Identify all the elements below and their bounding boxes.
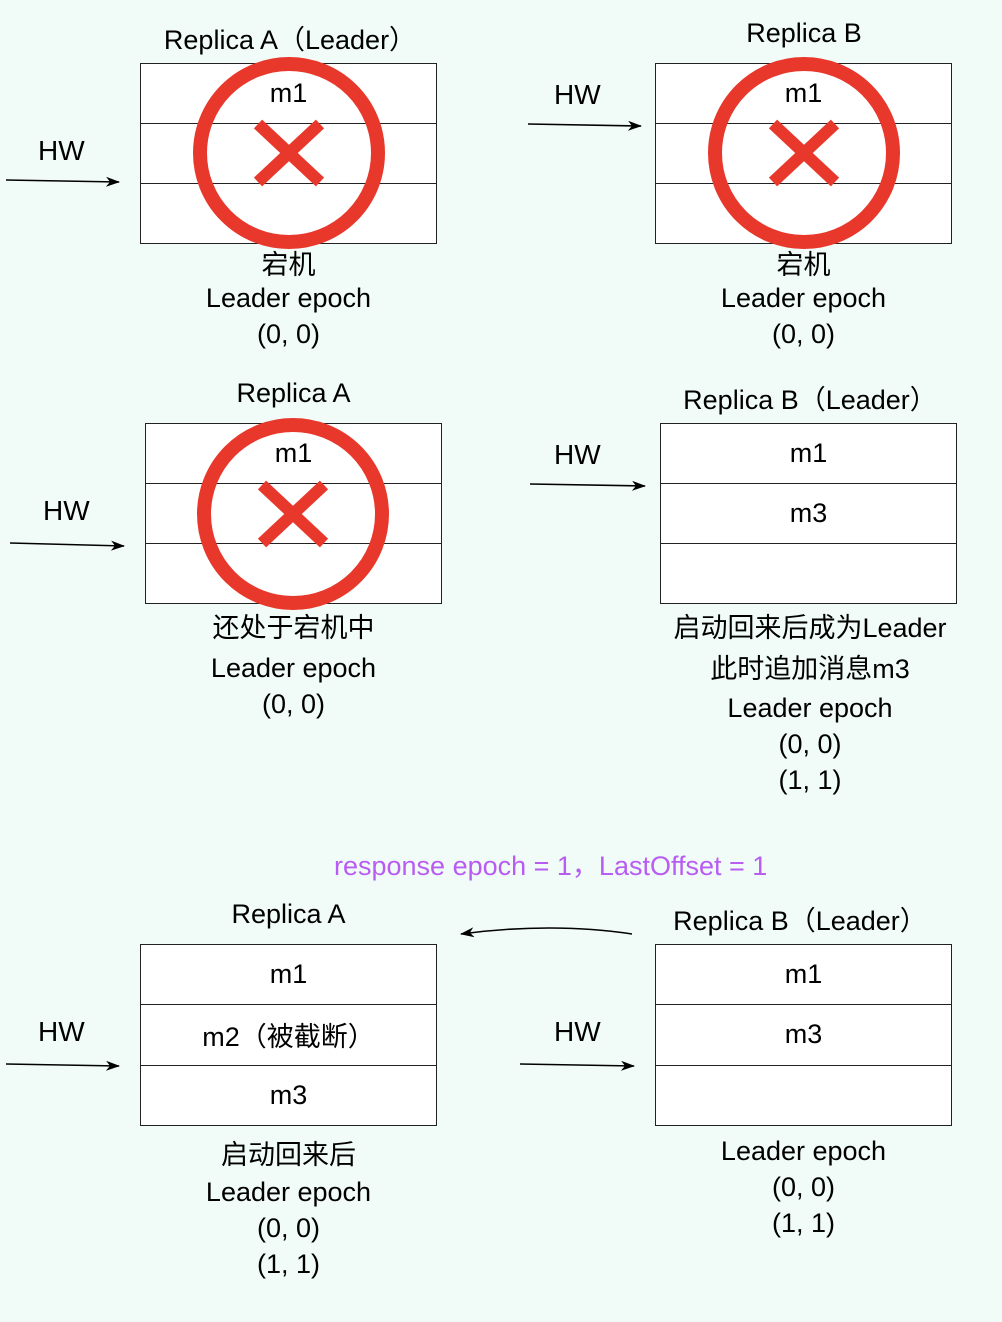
- row2-replica-b-caption: 启动回来后成为Leader 此时追加消息m3 Leader epoch (0, …: [640, 608, 980, 798]
- row1-replica-b-hw-label: HW: [554, 79, 601, 110]
- row1-replica-a-log: m1: [140, 63, 437, 244]
- log-cell: [146, 484, 441, 544]
- log-cell: [141, 124, 436, 184]
- log-cell: m1: [141, 64, 436, 124]
- caption-line: (1, 1): [256, 1249, 321, 1279]
- row1-replica-a-title: Replica A（Leader）: [163, 25, 417, 55]
- caption-line: 启动回来后成为Leader: [673, 613, 947, 643]
- row3-replica-a-hw-label: HW: [38, 1016, 85, 1047]
- row3-replica-a-caption: 启动回来后 Leader epoch (0, 0) (1, 1): [140, 1136, 437, 1282]
- caption-line: (0, 0): [771, 319, 836, 349]
- hw-arrow: [5, 176, 120, 187]
- row1-replica-a-hw-label: HW: [38, 135, 85, 166]
- caption-line: Leader epoch: [727, 693, 893, 723]
- log-cell: m3: [661, 484, 956, 544]
- caption-line: (0, 0): [771, 1172, 836, 1202]
- row2-replica-b-title: Replica B（Leader）: [683, 385, 937, 415]
- log-cell: m1: [661, 424, 956, 484]
- caption-line: (0, 0): [778, 729, 842, 759]
- caption-line: 启动回来后: [221, 1140, 356, 1170]
- row1-replica-b-caption: 宕机 Leader epoch (0, 0): [655, 250, 952, 352]
- caption-line: Leader epoch: [205, 1177, 372, 1207]
- caption-line: Leader epoch: [720, 1136, 887, 1166]
- row2-replica-a-log: m1: [145, 423, 442, 604]
- log-cell: [656, 184, 951, 243]
- row1-replica-b-log: m1: [655, 63, 952, 244]
- row2-replica-b-log: m1 m3: [660, 423, 957, 604]
- row2-replica-a-title: Replica A: [236, 378, 351, 408]
- log-cell: m3: [656, 1005, 951, 1066]
- hw-arrow: [9, 540, 125, 551]
- log-cell: m1: [141, 945, 436, 1006]
- log-cell: m2（被截断）: [141, 1005, 436, 1066]
- log-cell: m1: [656, 64, 951, 124]
- log-cell: [656, 124, 951, 184]
- log-cell: [146, 544, 441, 603]
- hw-arrow: [519, 1060, 635, 1071]
- response-note: response epoch = 1，LastOffset = 1: [334, 851, 768, 881]
- row2-replica-a-caption: 还处于宕机中 Leader epoch (0, 0): [145, 608, 442, 720]
- caption-line: Leader epoch: [205, 283, 372, 313]
- caption-line: 还处于宕机中: [212, 613, 375, 643]
- caption-line: Leader epoch: [720, 283, 887, 313]
- row3-replica-a-log: m1 m2（被截断） m3: [140, 944, 437, 1126]
- hw-arrow: [527, 120, 642, 131]
- caption-line: (0, 0): [256, 1213, 321, 1243]
- row2-replica-a-hw-label: HW: [43, 495, 90, 526]
- caption-line: (0, 0): [256, 319, 321, 349]
- log-cell: [141, 184, 436, 243]
- row2-replica-b-hw-label: HW: [554, 439, 601, 470]
- caption-line: (0, 0): [261, 689, 326, 719]
- caption-line: (1, 1): [771, 1208, 836, 1238]
- row1-replica-b-title: Replica B: [746, 18, 862, 48]
- row3-replica-b-hw-label: HW: [554, 1016, 601, 1047]
- caption-line: 宕机: [776, 250, 831, 280]
- row1-replica-a-caption: 宕机 Leader epoch (0, 0): [140, 250, 437, 352]
- log-cell: [661, 544, 956, 603]
- caption-line: 此时追加消息m3: [710, 654, 910, 684]
- row3-replica-b-title: Replica B（Leader）: [673, 906, 927, 936]
- hw-arrow: [529, 480, 646, 491]
- row3-replica-b-log: m1 m3: [655, 944, 952, 1126]
- caption-line: Leader epoch: [210, 653, 377, 683]
- log-cell: [656, 1066, 951, 1125]
- caption-line: 宕机: [261, 250, 316, 280]
- response-arrow: [460, 927, 633, 938]
- row3-replica-b-caption: Leader epoch (0, 0) (1, 1): [655, 1133, 952, 1241]
- log-cell: m1: [146, 424, 441, 484]
- row3-replica-a-title: Replica A: [231, 899, 346, 929]
- hw-arrow: [5, 1060, 120, 1071]
- log-cell: m1: [656, 945, 951, 1006]
- log-cell: m3: [269, 1079, 308, 1110]
- caption-line: (1, 1): [778, 765, 842, 795]
